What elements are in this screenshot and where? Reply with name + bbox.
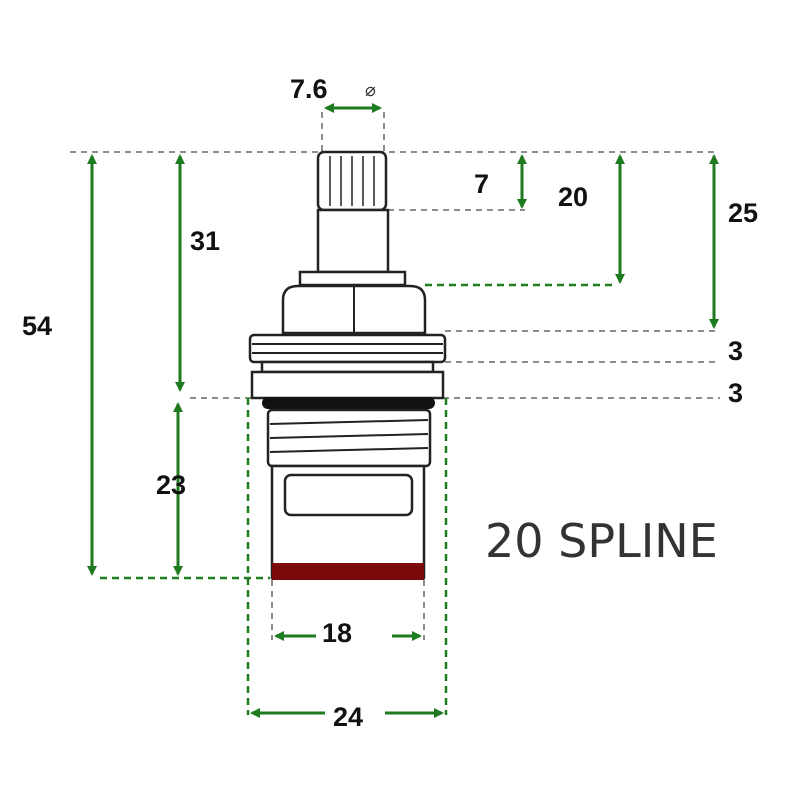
label-overall-height: 54 bbox=[22, 311, 52, 341]
dimension-arrows bbox=[87, 103, 719, 718]
collar bbox=[298, 270, 407, 287]
reference-lines bbox=[70, 112, 720, 715]
upper-thread bbox=[248, 333, 447, 364]
diameter-symbol-icon: ⌀ bbox=[365, 80, 376, 101]
ring bbox=[250, 370, 445, 400]
dimension-labels: 7.6 ⌀ 54 31 23 7 20 25 3 3 18 24 20 SPLI… bbox=[22, 74, 758, 732]
cartridge-body bbox=[248, 150, 447, 580]
label-thread-width: 24 bbox=[333, 702, 363, 732]
label-spline-height: 7 bbox=[474, 169, 489, 199]
spline-count-title: 20 SPLINE bbox=[485, 514, 718, 568]
label-ring-band: 3 bbox=[728, 378, 743, 408]
label-spline-to-thread: 25 bbox=[728, 198, 758, 228]
spindle bbox=[316, 208, 390, 274]
label-spindle-diameter: 7.6 bbox=[290, 74, 328, 104]
label-thread-band: 3 bbox=[728, 336, 743, 366]
label-lower-height: 23 bbox=[156, 470, 186, 500]
seal-washer bbox=[272, 563, 424, 580]
label-spline-to-hex: 20 bbox=[558, 182, 588, 212]
label-seal-width: 18 bbox=[322, 618, 352, 648]
port-window bbox=[283, 473, 414, 517]
label-upper-height: 31 bbox=[190, 226, 220, 256]
o-ring bbox=[262, 397, 435, 409]
